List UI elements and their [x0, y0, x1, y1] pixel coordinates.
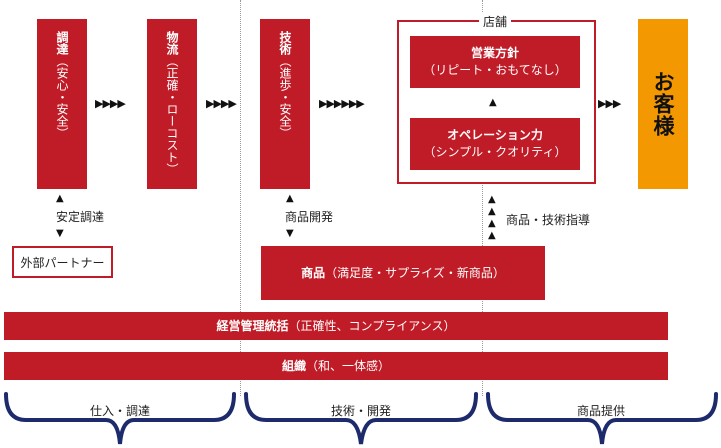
- arrow-guidance-2: ▲: [488, 206, 496, 217]
- arrows-procurement-logistics: ▶▶▶▶: [95, 97, 126, 110]
- logistics-sub: （正確・ローコスト）: [165, 55, 179, 175]
- technology-sub: （進歩・安全）: [278, 55, 292, 139]
- arrow-down-partner: ▼: [56, 228, 64, 239]
- operation-box: オペレーション力 （シンプル・クオリティ）: [410, 118, 580, 170]
- arrow-down-product: ▼: [286, 228, 294, 239]
- procurement-box: 調達（安心・安全）: [37, 19, 87, 189]
- bracket-development: [244, 392, 478, 445]
- procurement-sub: （安心・安全）: [55, 55, 69, 139]
- guidance-label: 商品・技術指導: [506, 213, 591, 227]
- management-sub: （正確性、コンプライアンス）: [288, 318, 456, 333]
- technology-box: 技術（進歩・安全）: [260, 19, 310, 189]
- store-label: 店舗: [479, 13, 512, 30]
- operation-sub: （シンプル・クオリティ）: [423, 145, 567, 159]
- organization-sub: （和、一体感）: [306, 358, 391, 373]
- product-box: 商品（満足度・サプライズ・新商品）: [261, 246, 545, 300]
- phase-delivery: 商品提供: [576, 404, 625, 418]
- arrow-up-technology: ▲: [286, 193, 294, 204]
- organization-title: 組織: [281, 358, 306, 373]
- policy-box: 営業方針 （リピート・おもてなし）: [410, 36, 580, 88]
- partner-label: 外部パートナー: [20, 255, 105, 270]
- product-title: 商品: [301, 265, 326, 280]
- customer-box: お客様: [638, 19, 688, 189]
- phase-development: 技術・開発: [330, 404, 391, 418]
- arrow-operation-to-policy: ▲: [489, 97, 497, 108]
- arrows-technology-store: ▶▶▶▶▶▶: [319, 97, 365, 110]
- logistics-box: 物流（正確・ローコスト）: [147, 19, 197, 189]
- phase-brackets: [4, 392, 718, 445]
- management-bar: 経営管理統括（正確性、コンプライアンス）: [4, 312, 668, 340]
- arrow-guidance-3: ▲: [488, 218, 496, 229]
- management-title: 経営管理統括: [216, 318, 289, 333]
- technology-title: 技術: [278, 31, 292, 55]
- partner-box: 外部パートナー: [12, 246, 113, 278]
- logistics-title: 物流: [165, 31, 179, 55]
- arrows-logistics-technology: ▶▶▶▶: [206, 97, 237, 110]
- phase-divider-1: [240, 0, 241, 396]
- product-development-label: 商品開発: [285, 210, 334, 224]
- arrow-guidance-4: ▲: [488, 230, 496, 241]
- policy-sub: （リピート・おもてなし）: [423, 63, 567, 77]
- customer-label: お客様: [651, 71, 676, 137]
- organization-bar: 組織（和、一体感）: [4, 352, 668, 380]
- arrows-store-customer: ▶▶▶: [598, 97, 621, 110]
- phase-divider-2: [482, 0, 483, 396]
- stable-procurement-label: 安定調達: [56, 210, 105, 224]
- bracket-delivery: [486, 392, 718, 445]
- operation-title: オペレーション力: [447, 128, 543, 142]
- arrow-guidance-1: ▲: [488, 194, 496, 205]
- arrow-up-procurement: ▲: [56, 193, 64, 204]
- phase-procurement: 仕入・調達: [89, 404, 150, 418]
- procurement-title: 調達: [55, 31, 69, 55]
- bracket-procurement: [4, 392, 236, 445]
- policy-title: 営業方針: [470, 46, 519, 60]
- product-sub: （満足度・サプライズ・新商品）: [325, 265, 505, 280]
